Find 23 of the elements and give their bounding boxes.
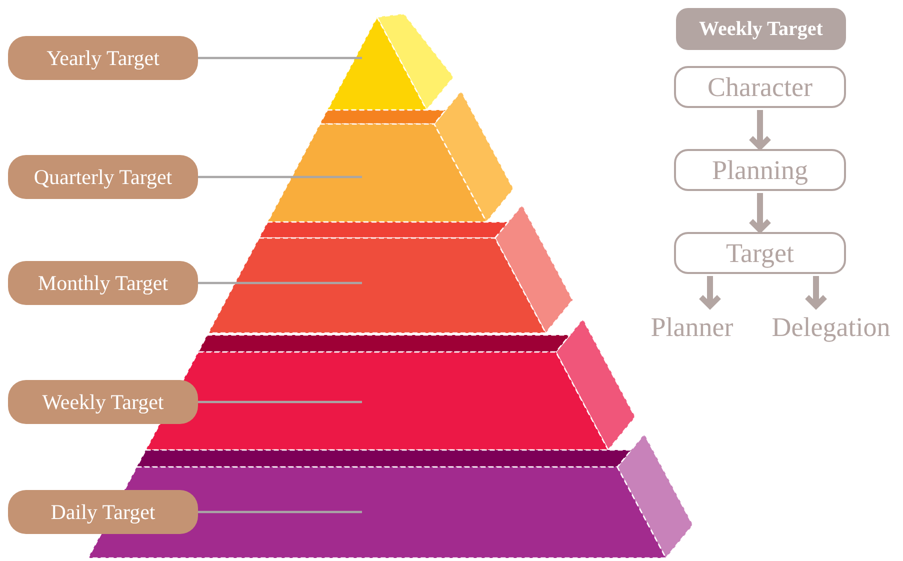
result-text: Planner [640, 308, 744, 346]
pyramid-tier [326, 13, 454, 112]
leader-line [198, 176, 362, 178]
leader-line [198, 400, 362, 404]
header-label: Weekly Target [676, 8, 846, 50]
target-label: Monthly Target [8, 261, 198, 305]
step-box: Target [674, 232, 846, 274]
pyramid-tier [266, 90, 514, 224]
step-box: Character [674, 66, 846, 108]
result-text: Delegation [760, 308, 902, 346]
arrow [804, 276, 828, 309]
leader-line [198, 56, 362, 60]
leader-line [198, 510, 362, 514]
arrow [748, 193, 772, 233]
arrow [748, 110, 772, 150]
target-label: Quarterly Target [8, 155, 198, 199]
arrow [698, 276, 722, 309]
step-box: Planning [674, 149, 846, 191]
pyramid-tier [207, 204, 574, 334]
target-label: Daily Target [8, 490, 198, 534]
leader-line [198, 282, 362, 284]
target-label: Weekly Target [8, 380, 198, 424]
target-label: Yearly Target [8, 36, 198, 80]
